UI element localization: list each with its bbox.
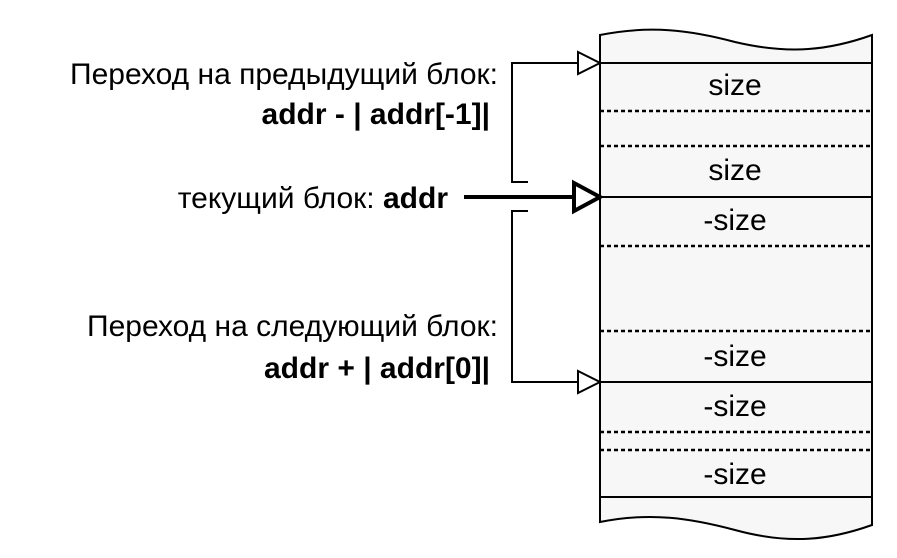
prev-block-formula: addr - | addr[-1]|	[262, 98, 490, 131]
prev-block-arrowhead	[577, 50, 603, 76]
prev-block-label: Переход на предыдущий блок:	[70, 58, 498, 91]
cell-next-footer-size: -size	[703, 458, 766, 491]
current-block-arrowhead	[572, 179, 605, 215]
cell-prev-footer-size: size	[708, 154, 761, 187]
cell-next-header-size: -size	[703, 390, 766, 423]
current-block-label: текущий блок: addr	[178, 182, 449, 215]
next-block-arrowhead	[577, 369, 603, 395]
next-block-bracket	[511, 210, 580, 383]
memory-strip	[599, 28, 873, 541]
cell-cur-footer-size: -size	[703, 340, 766, 373]
dotted-separators	[600, 109, 872, 452]
current-block-addr: addr	[383, 182, 448, 215]
cell-cur-header-size: -size	[703, 204, 766, 237]
cell-prev-header-size: size	[708, 69, 761, 102]
current-block-prefix: текущий блок:	[178, 182, 383, 215]
next-block-formula: addr + | addr[0]|	[264, 352, 490, 385]
prev-block-bracket	[511, 62, 580, 183]
next-block-label: Переход на следующий блок:	[87, 310, 498, 343]
